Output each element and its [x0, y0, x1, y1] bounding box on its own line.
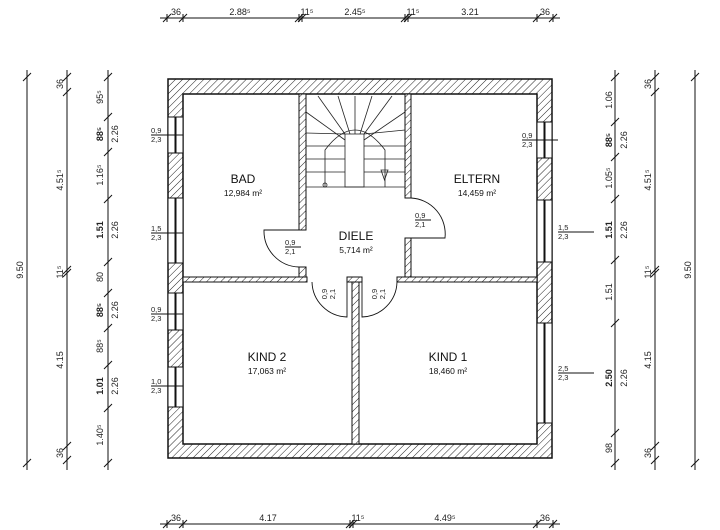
dimension-label-top: 2.45⁵ [344, 7, 366, 17]
dimension-label-right: 4.51⁵ [643, 169, 653, 191]
dimension-label-top: 36 [540, 7, 550, 17]
window-width: 2,5 [558, 364, 568, 373]
dimension-label-right: 36 [643, 79, 653, 89]
dimension-label-right-total: 9.50 [683, 261, 693, 279]
window-width: 0,9 [151, 126, 161, 135]
dimension-label-top: 2.88⁵ [229, 7, 251, 17]
window-height: 2,3 [151, 386, 161, 395]
dimension-label-top: 11⁵ [406, 7, 419, 17]
dimension-label-right-detail: 1.51 [604, 283, 614, 301]
door-width: 0,9 [415, 211, 425, 220]
dimension-label-left-detail: 1.01 [95, 377, 105, 395]
window-height: 2,3 [151, 233, 161, 242]
window-width: 1,5 [151, 224, 161, 233]
dimension-label-left: 36 [55, 448, 65, 458]
dimension-label-right-detail: 88⁵ [604, 133, 614, 147]
dimension-label-right: 4.15 [643, 351, 653, 369]
room-name: ELTERN [454, 172, 500, 186]
dimension-label-right-detail: 1.05⁵ [604, 167, 614, 189]
dimension-label-left: 4.51⁵ [55, 169, 65, 191]
room-area: 14,459 m² [458, 188, 496, 198]
dimension-label-right-detail: 1.51 [604, 221, 614, 239]
window-width: 0,9 [151, 305, 161, 314]
window-height: 2,3 [558, 373, 568, 382]
dimension-lines [22, 13, 700, 529]
stair-post-icon [322, 182, 328, 188]
dimension-label-left-detail: 88⁵ [95, 303, 105, 317]
dimension-label-left: 4.15 [55, 351, 65, 369]
room-area: 17,063 m² [248, 366, 286, 376]
dimension-label-right-height: 2.26 [619, 221, 629, 239]
door-width: 0,9 [370, 289, 379, 299]
dimension-label-right-detail: 2.50 [604, 369, 614, 387]
dimension-label-left-detail: 88⁵ [95, 127, 105, 141]
window-height: 2,3 [558, 232, 568, 241]
dimension-label-bottom: 11⁵ [351, 513, 364, 523]
room-name: KIND 1 [429, 350, 468, 364]
dimension-label-right-height: 2.26 [619, 131, 629, 149]
dimension-label-left-detail: 1.16⁵ [95, 164, 105, 186]
dimension-label-left-detail: 88⁵ [95, 339, 105, 353]
door-height: 2,1 [415, 220, 425, 229]
dimension-label-left-detail: 1.40⁵ [95, 424, 105, 446]
dimension-label-right: 36 [643, 448, 653, 458]
dimension-label-left-detail: 1.51 [95, 221, 105, 239]
window-height: 2,3 [522, 140, 532, 149]
room-area: 18,460 m² [429, 366, 467, 376]
door-height: 2,1 [285, 247, 295, 256]
dimension-label-bottom: 36 [540, 513, 550, 523]
dimension-label-top: 36 [171, 7, 181, 17]
window-width: 1,0 [151, 377, 161, 386]
door-height: 2,1 [328, 289, 337, 299]
door-width: 0,9 [285, 238, 295, 247]
dimension-label-left: 11⁵ [55, 265, 65, 278]
door-width: 0,9 [320, 289, 329, 299]
doors[interactable] [263, 197, 446, 318]
dimension-label-right: 11⁵ [643, 265, 653, 278]
interior-walls [182, 93, 538, 445]
stair-direction-arrow-icon [380, 169, 389, 182]
dimension-label-left-height: 2.26 [110, 221, 120, 239]
dimension-label-left-total: 9.50 [15, 261, 25, 279]
dimension-label-left-height: 2.26 [110, 377, 120, 395]
door-height: 2,1 [378, 289, 387, 299]
dimension-label-right-detail: 98 [604, 443, 614, 453]
dimension-label-left-height: 2.26 [110, 125, 120, 143]
dimension-label-bottom: 4.17 [259, 513, 277, 523]
room-area: 12,984 m² [224, 188, 262, 198]
staircase [305, 95, 406, 188]
dimension-label-left-height: 2.26 [110, 301, 120, 319]
room-area: 5,714 m² [339, 245, 373, 255]
room-name: BAD [231, 172, 256, 186]
room-name: DIELE [339, 229, 374, 243]
windows [167, 116, 553, 424]
dimension-label-right-height: 2.26 [619, 369, 629, 387]
room-name: KIND 2 [248, 350, 287, 364]
window-width: 0,9 [522, 131, 532, 140]
window-height: 2,3 [151, 314, 161, 323]
window-width: 1,5 [558, 223, 568, 232]
dimension-label-left-detail: 80 [95, 272, 105, 282]
dimension-label-bottom: 36 [171, 513, 181, 523]
window-height: 2,3 [151, 135, 161, 144]
dimension-label-left: 36 [55, 79, 65, 89]
dimension-label-top: 11⁵ [300, 7, 313, 17]
dimension-label-top: 3.21 [461, 7, 479, 17]
dimension-label-left-detail: 95⁵ [95, 90, 105, 104]
dimension-label-bottom: 4.49⁵ [434, 513, 456, 523]
dimension-label-right-detail: 1.06 [604, 91, 614, 109]
